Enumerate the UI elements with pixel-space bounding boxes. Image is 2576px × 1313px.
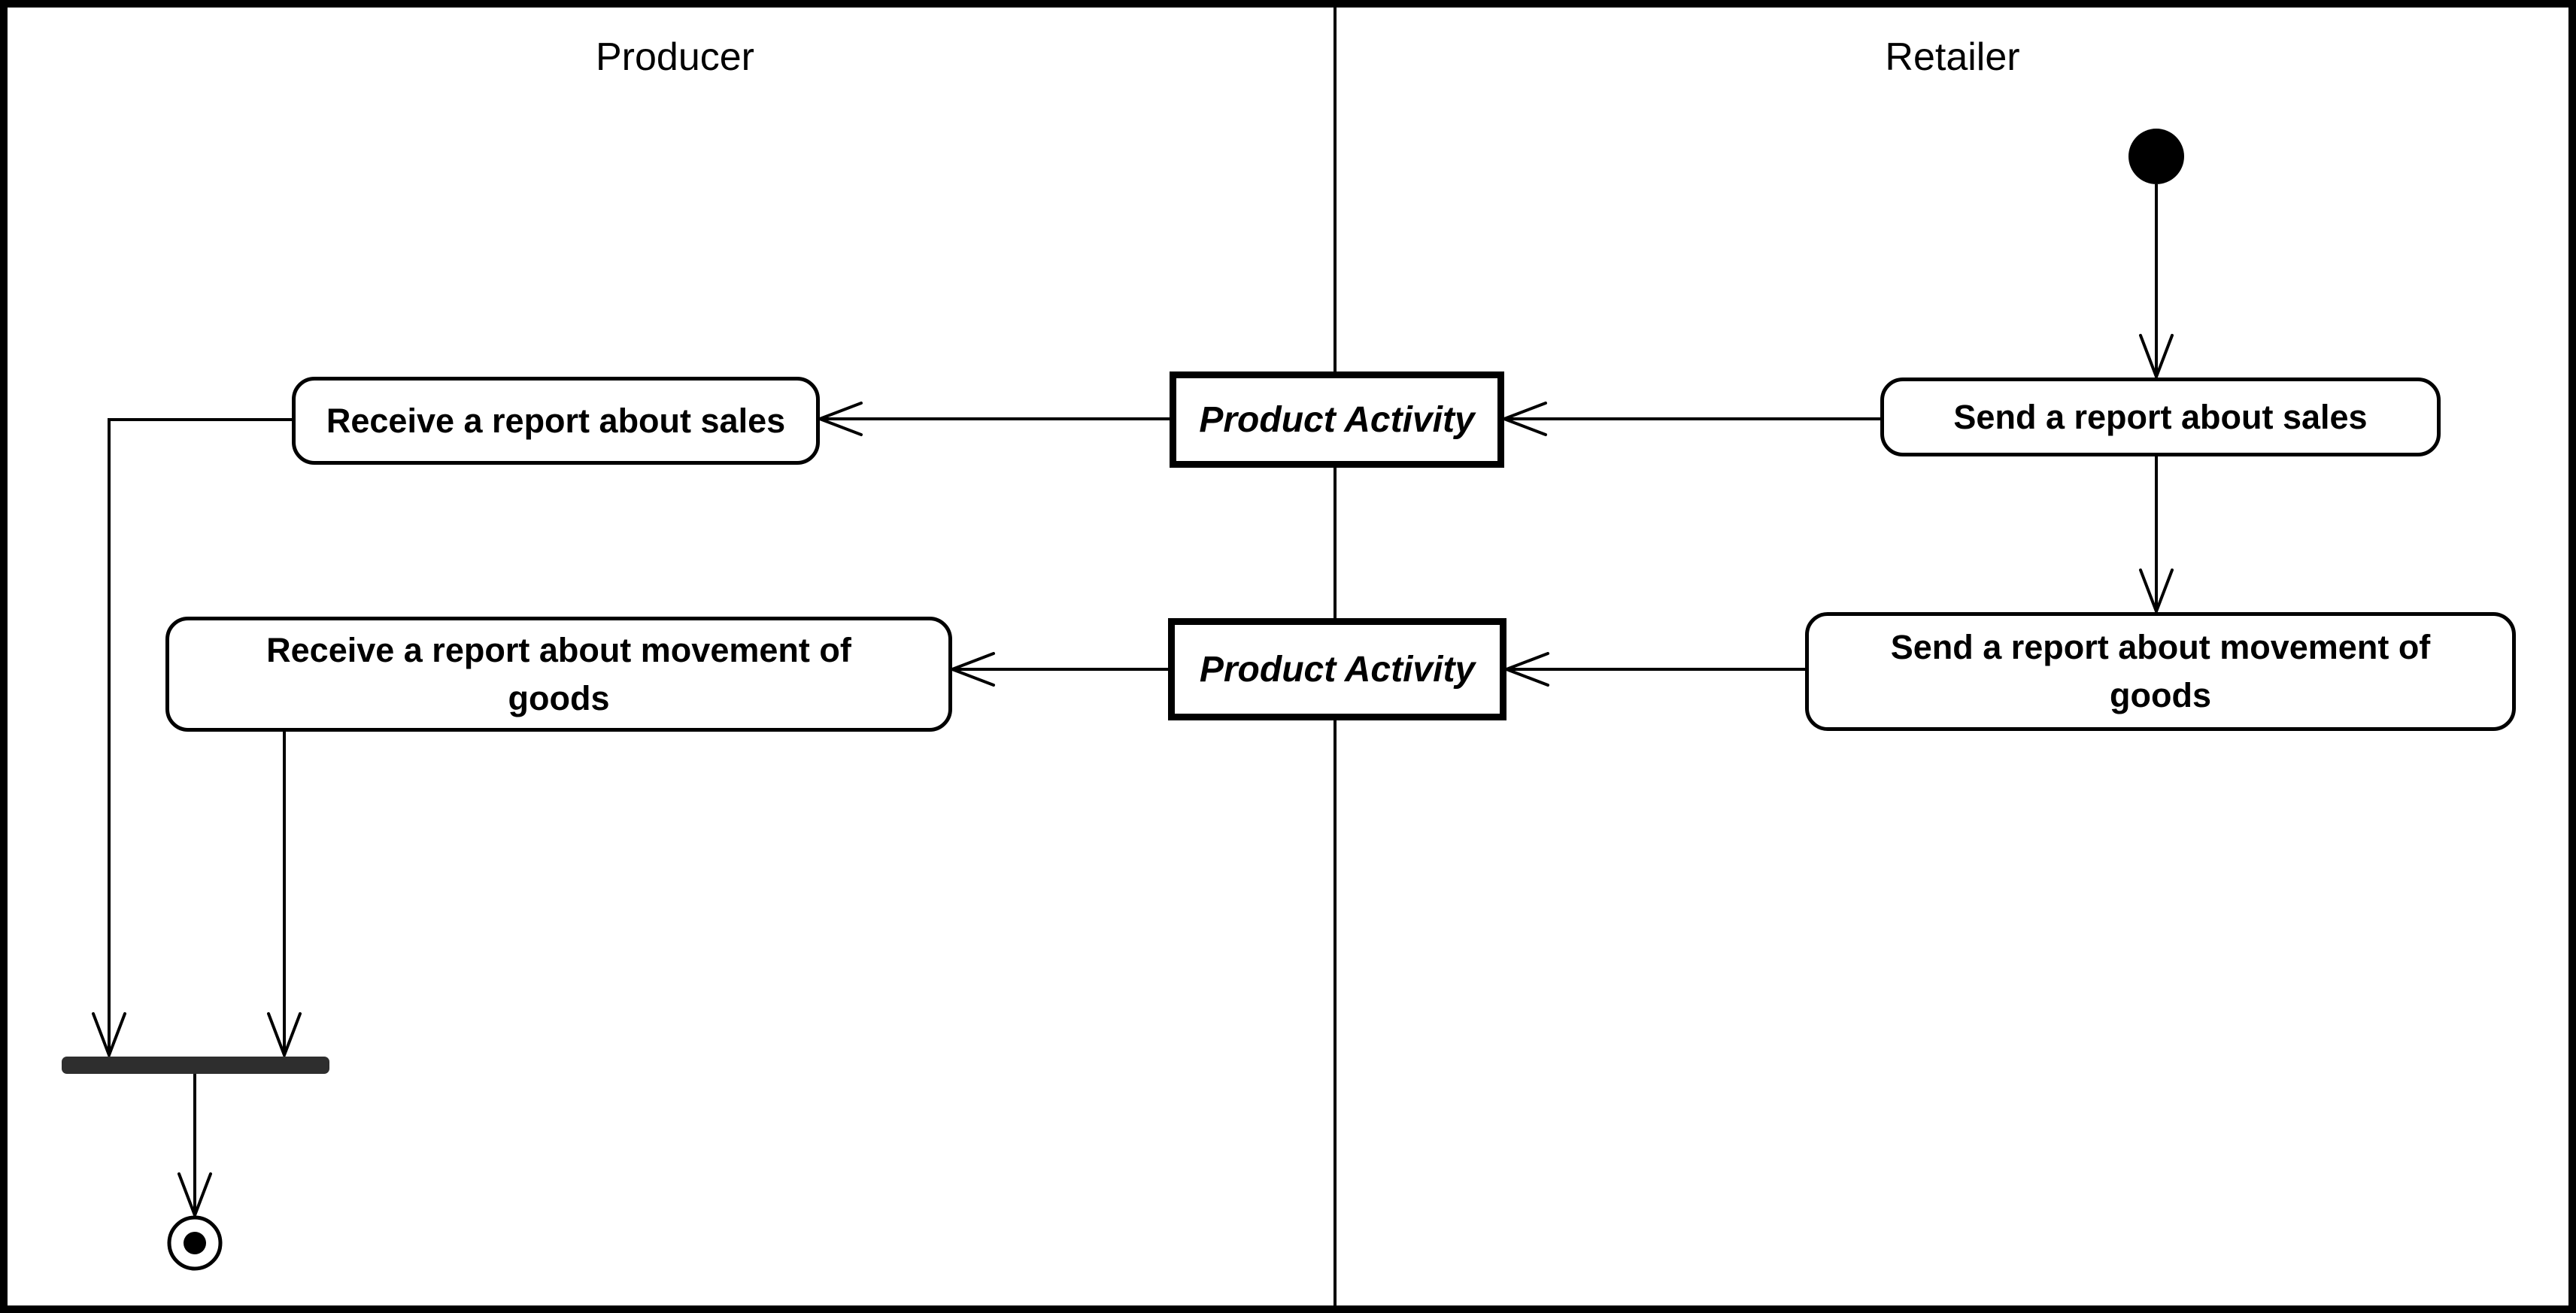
arrowhead-left-icon [948, 652, 995, 687]
arrowhead-down-icon [267, 1012, 302, 1060]
arrowhead-down-icon [177, 1172, 212, 1220]
final-node[interactable] [167, 1215, 223, 1271]
arrowhead-left-icon [815, 402, 863, 436]
action-send-sales[interactable]: Send a report about sales [1880, 378, 2441, 456]
object-node-product-activity-2[interactable]: Product Activity [1168, 618, 1506, 720]
arrowhead-down-icon [2139, 334, 2174, 381]
action-receive-sales[interactable]: Receive a report about sales [292, 377, 820, 465]
arrowhead-left-icon [1502, 652, 1549, 687]
diagram-connectors [62, 8, 2184, 1305]
action-receive-goods[interactable]: Receive a report about movement of goods [165, 617, 952, 732]
edge-receive-sales-to-join [108, 418, 292, 1055]
arrowhead-left-icon [1500, 402, 1547, 436]
action-send-goods[interactable]: Send a report about movement of goods [1805, 612, 2516, 731]
object-node-product-activity-1[interactable]: Product Activity [1170, 371, 1504, 468]
arrowhead-down-icon [92, 1012, 126, 1060]
arrowhead-down-icon [2139, 569, 2174, 616]
lane-title-producer: Producer [596, 35, 754, 79]
initial-node[interactable] [2128, 129, 2184, 184]
join-bar[interactable] [62, 1057, 329, 1074]
lane-title-retailer: Retailer [1885, 35, 2020, 79]
